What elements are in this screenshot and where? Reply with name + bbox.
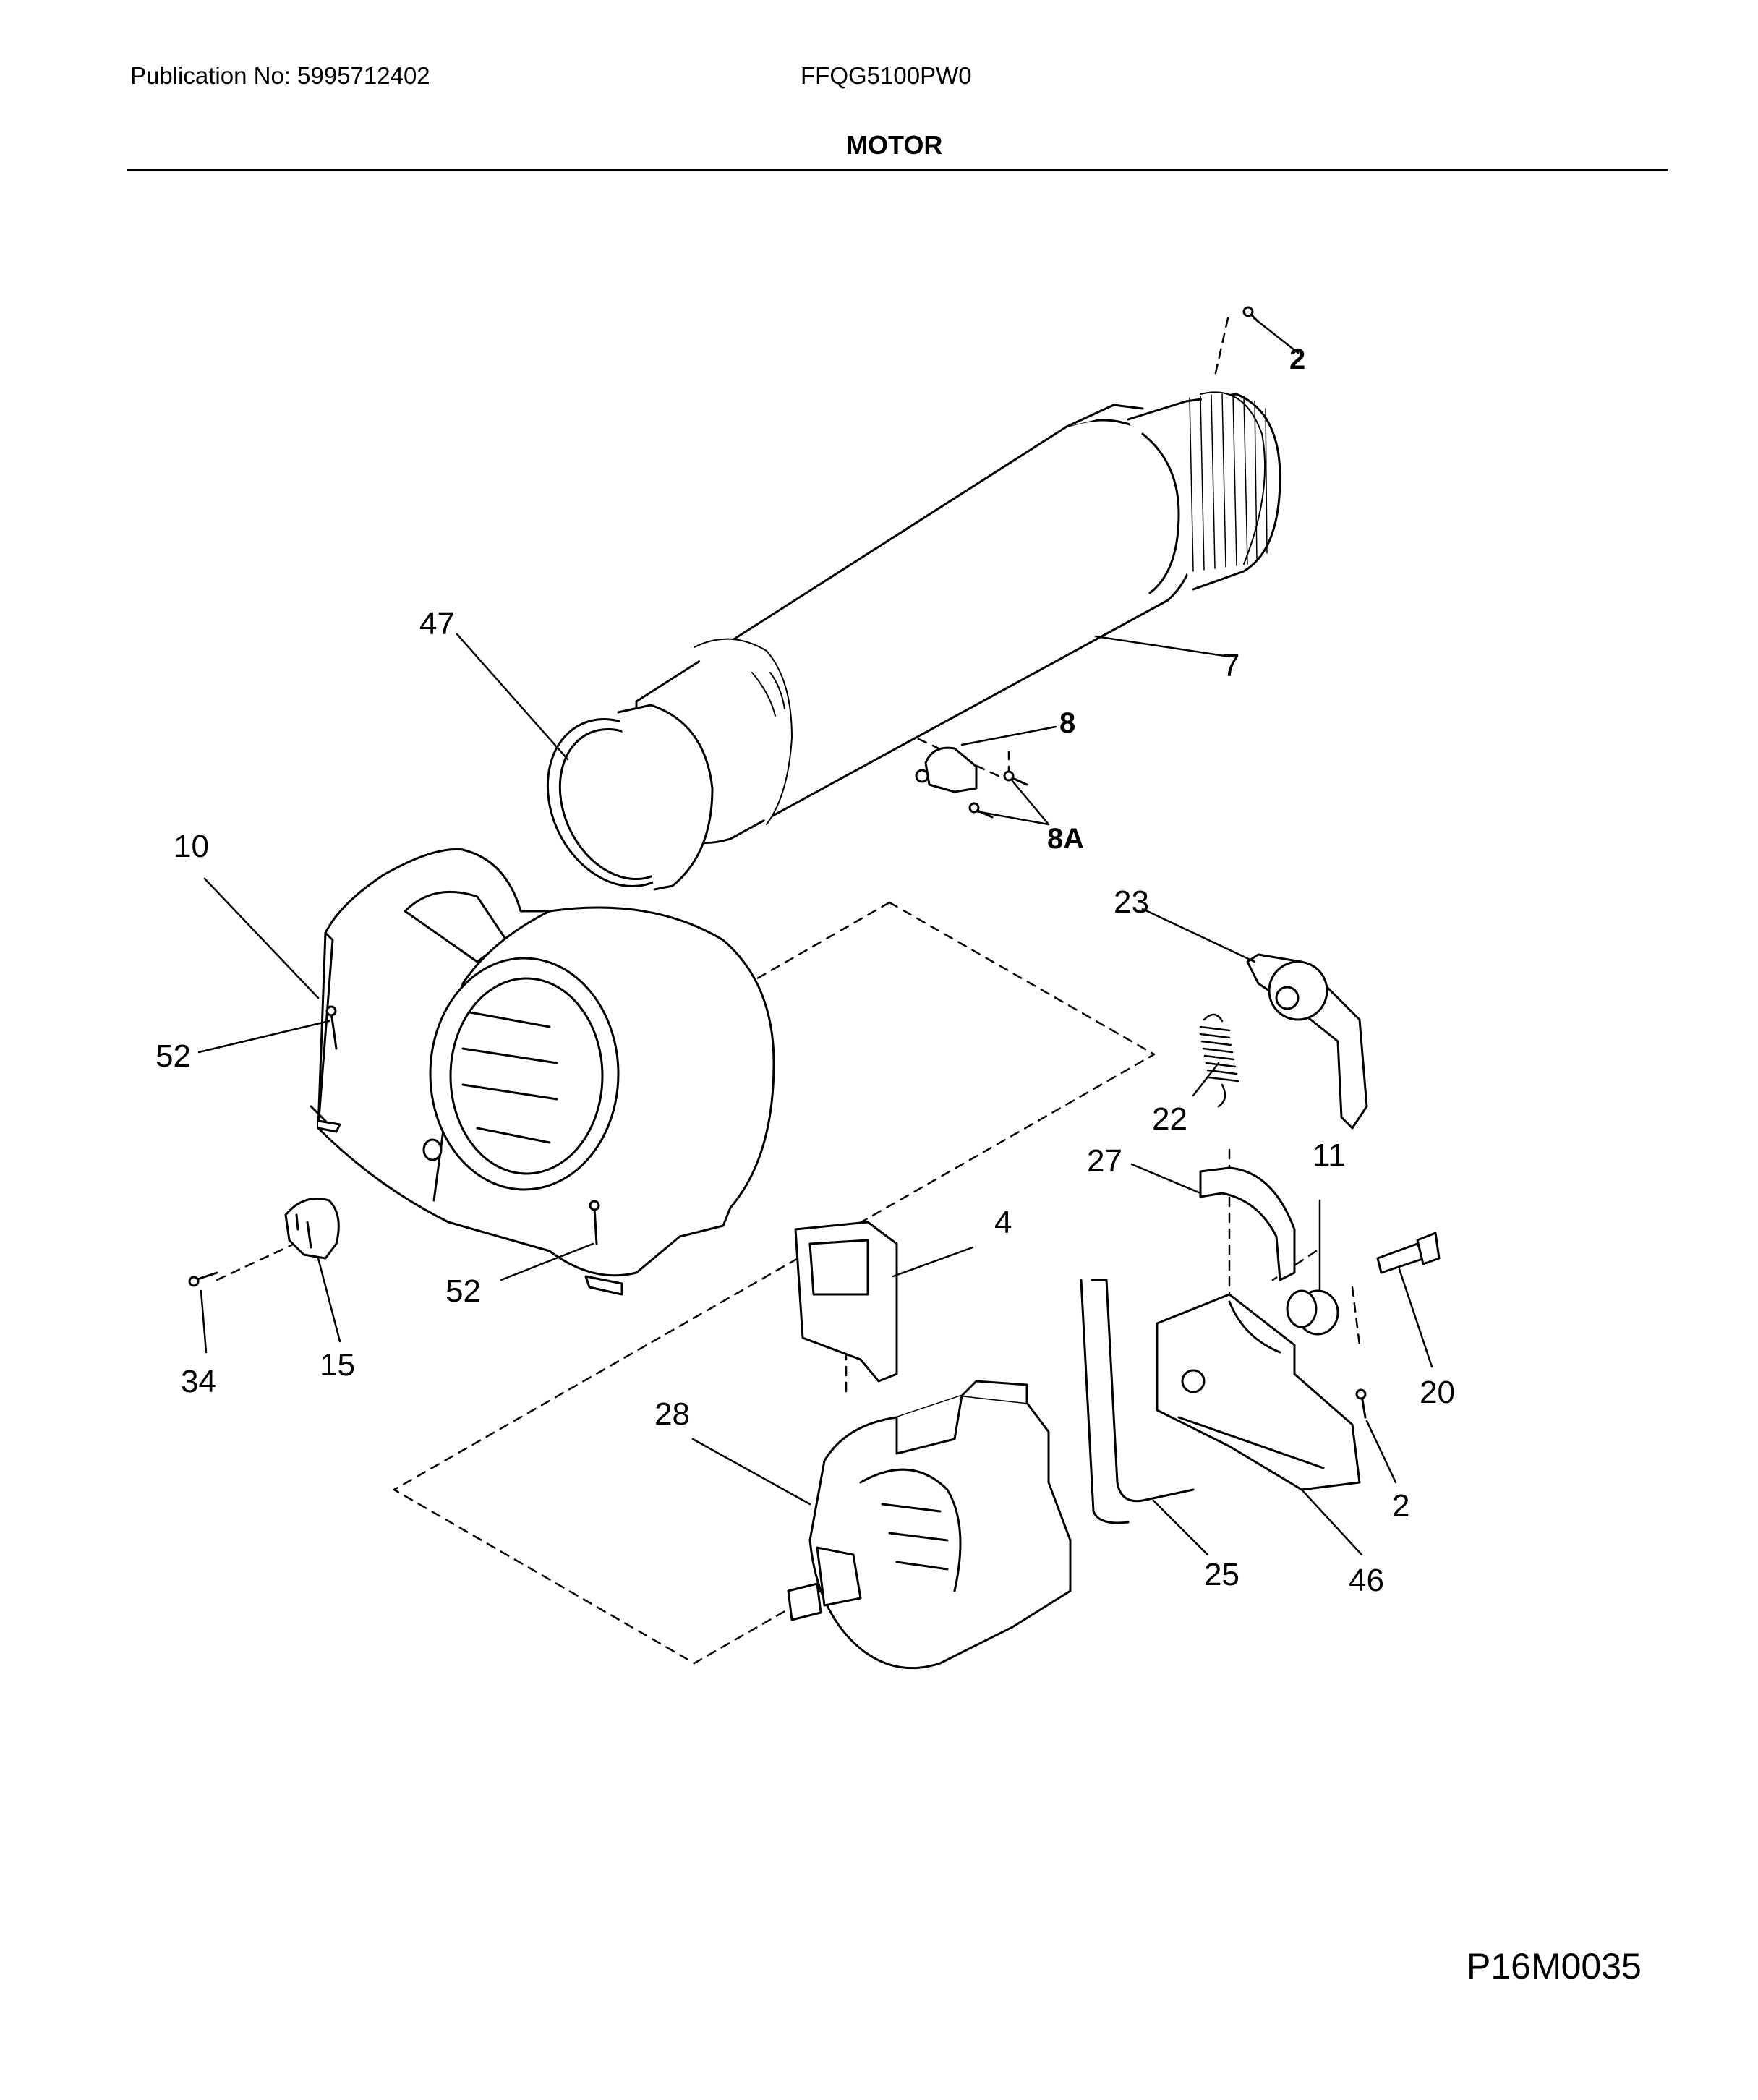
- part-47-seal-ring: [546, 704, 714, 891]
- part-34-screw: [188, 1271, 218, 1287]
- part-11-mount: [1286, 1289, 1339, 1336]
- part-15-sensor: [284, 1198, 340, 1260]
- callout-52-left: 52: [155, 1038, 191, 1074]
- callout-2-top: 2: [1289, 343, 1305, 375]
- part-7-cap-ribs: [1189, 393, 1268, 572]
- part-10-blower-housing: [310, 848, 775, 1296]
- part-46-bracket: [1156, 1293, 1361, 1491]
- part-20-bolt: [1376, 1232, 1441, 1274]
- part-27-strap: [1199, 1166, 1296, 1281]
- figure-id: P16M0035: [1467, 1946, 1642, 1986]
- part-8a-screws: [968, 770, 1028, 819]
- leader-lines: [197, 317, 1433, 1556]
- part-22-spring: [1199, 1013, 1239, 1108]
- callout-25: 25: [1204, 1557, 1239, 1592]
- publication-number: Publication No: 5995712402: [130, 62, 430, 89]
- callout-10: 10: [174, 829, 209, 864]
- callout-28: 28: [654, 1396, 690, 1432]
- callout-11: 11: [1313, 1138, 1346, 1173]
- part-52-screw-bottom: [589, 1200, 600, 1245]
- model-number: FFQG5100PW0: [801, 62, 972, 89]
- part-4-pad: [794, 1221, 898, 1383]
- part-2-screw-bottom: [1355, 1388, 1367, 1419]
- callout-27: 27: [1087, 1143, 1122, 1179]
- callout-2-bottom: 2: [1392, 1488, 1409, 1524]
- part-23-idler-pulley: [1246, 953, 1368, 1130]
- callout-46: 46: [1349, 1563, 1384, 1598]
- callout-7: 7: [1222, 648, 1239, 683]
- callout-23: 23: [1114, 884, 1149, 920]
- part-8-thermostat: [915, 746, 978, 793]
- callout-15: 15: [320, 1347, 355, 1383]
- part-25-belt: [1080, 1279, 1195, 1524]
- part-28-motor: [787, 1380, 1072, 1670]
- callout-34: 34: [181, 1364, 216, 1399]
- callout-8a: 8A: [1047, 823, 1084, 855]
- header-rule: [127, 169, 1668, 171]
- part-52-screw-left: [325, 1005, 338, 1050]
- callout-47: 47: [419, 606, 455, 641]
- callout-8: 8: [1059, 707, 1075, 739]
- callout-4: 4: [994, 1205, 1012, 1240]
- section-title: MOTOR: [846, 130, 943, 160]
- callout-52-bottom: 52: [445, 1273, 481, 1309]
- callout-22: 22: [1152, 1101, 1187, 1137]
- part-7-duct-tube: [635, 391, 1281, 845]
- callout-20: 20: [1420, 1375, 1455, 1410]
